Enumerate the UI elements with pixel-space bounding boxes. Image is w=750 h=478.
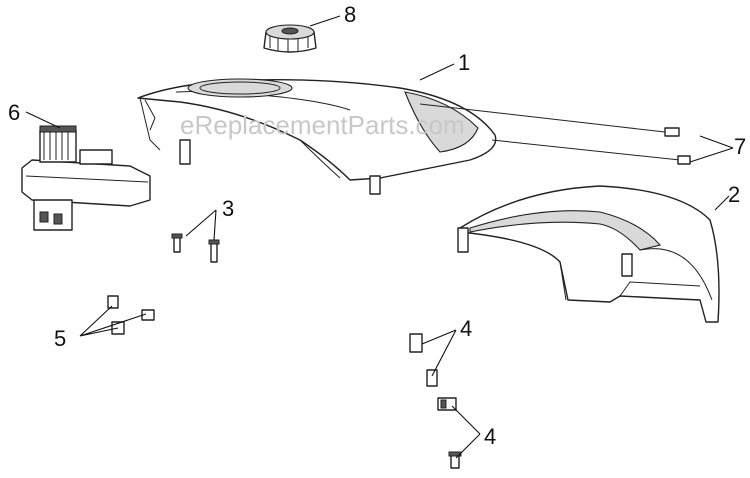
part-3-screws[interactable] xyxy=(171,233,220,263)
watermark: eReplacementParts.com xyxy=(180,110,465,140)
leader-lines xyxy=(25,15,734,459)
callout-6: 6 xyxy=(8,100,20,125)
part-1-upper-housing[interactable] xyxy=(137,78,497,195)
part-2-rear-shroud[interactable] xyxy=(457,185,720,323)
callout-4-upper: 4 xyxy=(460,316,472,341)
callout-5: 5 xyxy=(54,326,66,351)
callout-1: 1 xyxy=(458,50,470,75)
callout-2: 2 xyxy=(728,182,740,207)
part-7-cables[interactable] xyxy=(419,103,691,165)
callout-7: 7 xyxy=(734,134,746,159)
part-8-cap[interactable] xyxy=(263,24,317,53)
part-6-motor[interactable] xyxy=(21,125,151,231)
callout-3: 3 xyxy=(222,196,234,221)
callout-4-lower: 4 xyxy=(484,424,496,449)
part-4-fasteners[interactable] xyxy=(409,333,462,469)
callout-8: 8 xyxy=(344,2,356,27)
